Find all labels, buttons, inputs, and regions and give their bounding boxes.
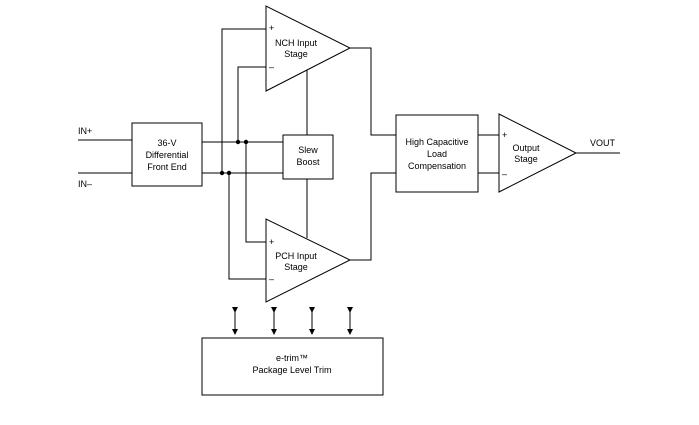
junction-dot: [219, 170, 225, 176]
in-minus-label: IN–: [78, 179, 92, 189]
front-end-line1: 36-V: [157, 138, 176, 148]
nch-minus-sign: –: [269, 62, 274, 72]
pch-plus-sign: +: [269, 237, 274, 247]
nch-plus-sign: +: [269, 23, 274, 33]
pch-minus-wire: [228, 173, 266, 280]
comp-label-line2: Load: [427, 149, 447, 159]
output-stage-line1: Output: [512, 143, 540, 153]
pch-plus-wire: [245, 142, 266, 243]
slew-boost-block: [282, 134, 334, 180]
comp-label-line1: High Capacitive: [405, 137, 468, 147]
pch-out-wire: [350, 172, 396, 261]
load-compensation-block: [395, 114, 479, 193]
in-plus-label: IN+: [78, 126, 92, 136]
nch-out-wire: [350, 47, 396, 136]
vout-label: VOUT: [590, 138, 616, 148]
junction-dot: [243, 139, 249, 145]
front-end-block: [131, 122, 203, 187]
etrim-block: [201, 337, 384, 396]
nch-label-line2: Stage: [284, 49, 308, 59]
junction-dot: [226, 170, 232, 176]
comp-label-line3: Compensation: [408, 161, 466, 171]
nch-label-line1: NCH Input: [275, 38, 318, 48]
output-stage: [498, 113, 578, 193]
pch-label-line2: Stage: [284, 262, 308, 272]
junction-dot: [235, 139, 241, 145]
output-stage-line2: Stage: [514, 154, 538, 164]
etrim-label-line2: Package Level Trim: [252, 365, 331, 375]
pch-input-stage: [265, 218, 352, 303]
nch-minus-wire: [237, 66, 266, 142]
nch-plus-wire: [221, 28, 266, 173]
front-end-line2: Differential: [146, 150, 189, 160]
pch-minus-sign: –: [269, 274, 274, 284]
etrim-label-line1: e-trim™: [276, 353, 308, 363]
out-minus-sign: –: [502, 169, 507, 179]
nch-input-stage: [265, 5, 352, 92]
slew-label-line1: Slew: [298, 145, 318, 155]
slew-label-line2: Boost: [296, 157, 320, 167]
pch-label-line1: PCH Input: [275, 251, 317, 261]
front-end-line3: Front End: [147, 162, 187, 172]
out-plus-sign: +: [502, 130, 507, 140]
